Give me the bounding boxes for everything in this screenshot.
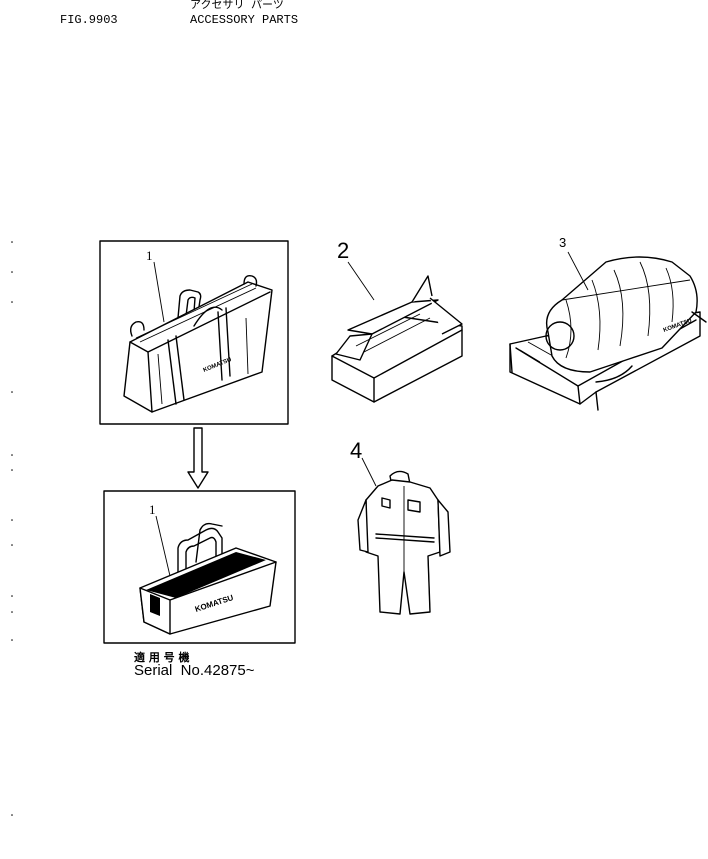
tool-bag-long-illustration <box>123 274 273 413</box>
part1-top-leader-line <box>153 261 165 323</box>
serial-number: Serial No.42875~ <box>134 662 255 679</box>
machine-cover-illustration <box>509 256 707 411</box>
arrow-down-icon <box>187 427 209 489</box>
part1-top-frame <box>99 240 289 425</box>
callout-2: 2 <box>337 238 350 263</box>
serial-label-jp: 適 用 号 機 <box>134 651 190 664</box>
part4-leader-line <box>361 457 377 487</box>
callout-3: 3 <box>559 235 567 250</box>
coverall-illustration <box>357 470 451 615</box>
margin-marks <box>11 241 13 816</box>
part1-bottom-frame <box>103 490 296 644</box>
title-kana: アクセサリ パーツ <box>190 0 284 12</box>
part2-leader-line <box>347 261 375 301</box>
callout-1-top: 1 <box>146 248 153 263</box>
box-illustration <box>331 275 463 403</box>
callout-4: 4 <box>350 438 363 463</box>
callout-1-bottom: 1 <box>149 502 156 517</box>
part3-leader-line <box>567 251 589 291</box>
part1-bottom-leader-line <box>155 515 171 577</box>
figure-title: ACCESSORY PARTS <box>190 13 299 27</box>
tool-bag-short-illustration <box>139 522 277 635</box>
figure-number: FIG.9903 <box>60 13 118 27</box>
